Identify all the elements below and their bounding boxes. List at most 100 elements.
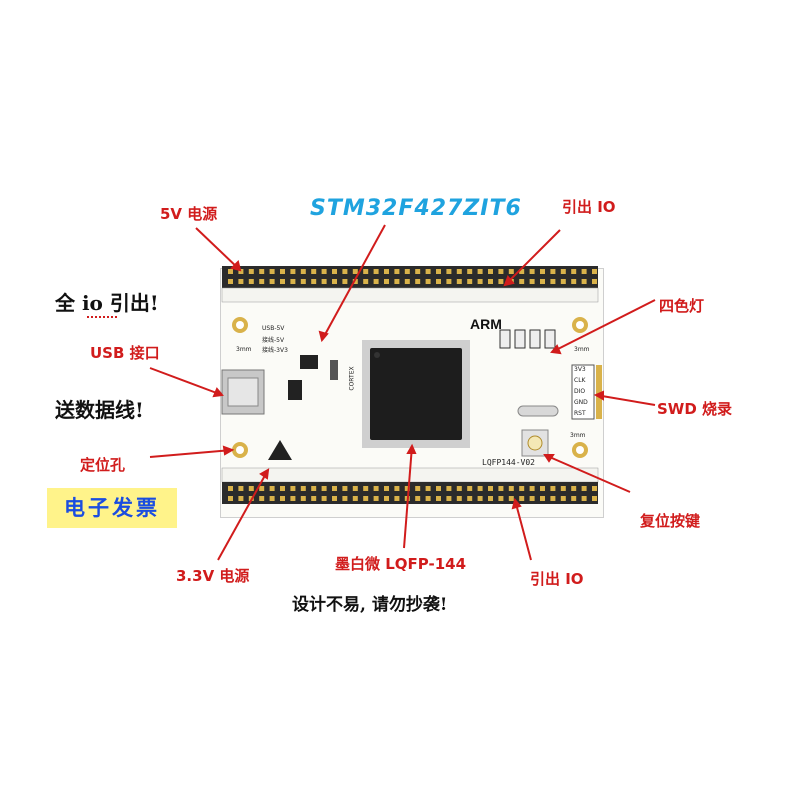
header-pin	[352, 496, 358, 501]
header-pin	[269, 496, 275, 501]
header-pin	[415, 496, 421, 501]
header-pin	[394, 486, 400, 491]
header-pin	[498, 279, 504, 284]
header-pin	[228, 496, 233, 501]
label-mount-hole: 定位孔	[80, 456, 126, 474]
header-pin	[384, 486, 389, 491]
swd-pin-dio: DIO	[574, 388, 586, 395]
header-pin	[529, 269, 535, 274]
header-pin	[228, 486, 233, 491]
note-all-io: 全 io 引出!	[55, 291, 159, 315]
header-pin	[290, 486, 296, 491]
label-io-top: 引出 IO	[562, 198, 616, 216]
swd-pin-labels: 3V3 CLK DIO GND RST	[574, 366, 588, 421]
swd-pin-gnd: GND	[574, 399, 588, 406]
header-pin	[560, 496, 566, 501]
squiggle-underline	[87, 313, 117, 318]
hole-label-br: 3mm	[570, 432, 586, 439]
header-pin	[352, 486, 358, 491]
header-pin	[581, 496, 587, 501]
header-pin	[550, 496, 556, 501]
chip-model-title: STM32F427ZIT6	[310, 196, 522, 221]
header-pin	[363, 486, 369, 491]
swd-pin-clk: CLK	[574, 377, 586, 384]
header-pin	[529, 486, 535, 491]
header-pin	[280, 496, 285, 501]
header-pin	[238, 279, 244, 284]
hole-label-tr: 3mm	[574, 346, 590, 353]
header-pin	[300, 269, 306, 274]
header-pin	[508, 486, 514, 491]
header-pin	[238, 269, 244, 274]
header-pin	[446, 279, 452, 284]
header-pin	[488, 496, 493, 501]
header-pin	[477, 269, 483, 274]
header-pin	[436, 496, 441, 501]
header-pin	[332, 496, 337, 501]
header-pin	[321, 486, 327, 491]
usb-note-2: 接线-3V3	[262, 347, 288, 354]
header-pin	[311, 269, 317, 274]
header-pin	[498, 496, 504, 501]
header-pin	[373, 486, 379, 491]
header-pin	[436, 279, 441, 284]
header-pin	[384, 279, 389, 284]
header-pin	[228, 269, 233, 274]
arm-logo: ARM	[470, 316, 502, 332]
header-pin	[352, 269, 358, 274]
header-pin	[456, 496, 462, 501]
header-pin	[508, 269, 514, 274]
header-pin	[550, 279, 556, 284]
header-pin	[519, 486, 525, 491]
header-pin	[571, 279, 577, 284]
usb-note-0: USB-5V	[262, 325, 285, 332]
note-no-copy: 设计不易, 请勿抄袭!	[292, 595, 448, 615]
header-pin	[560, 486, 566, 491]
header-pin	[456, 279, 462, 284]
header-pin	[477, 279, 483, 284]
header-pin	[259, 279, 265, 284]
header-pin	[571, 269, 577, 274]
header-pin	[352, 279, 358, 284]
header-pin	[581, 269, 587, 274]
label-swd: SWD 烧录	[657, 400, 733, 418]
header-pin	[300, 486, 306, 491]
header-pin	[363, 279, 369, 284]
label-reset-button: 复位按键	[640, 512, 701, 530]
header-pin	[384, 496, 389, 501]
header-pin	[321, 496, 327, 501]
header-pin	[425, 269, 431, 274]
header-pin	[571, 486, 577, 491]
header-pin	[581, 486, 587, 491]
header-pin	[519, 496, 525, 501]
header-pin	[342, 279, 348, 284]
note-data-cable: 送数据线!	[55, 398, 144, 422]
invoice-badge: 电子发票	[47, 488, 177, 528]
header-pin	[248, 486, 254, 491]
header-pin	[540, 279, 545, 284]
header-pin	[404, 486, 410, 491]
header-pin	[560, 279, 566, 284]
header-pin	[436, 486, 441, 491]
header-pin	[540, 269, 545, 274]
header-pin	[446, 496, 452, 501]
header-pin	[228, 279, 233, 284]
swd-pin-3v3: 3V3	[574, 366, 586, 373]
header-pin	[394, 496, 400, 501]
header-pin	[571, 496, 577, 501]
header-pin	[290, 269, 296, 274]
header-pin	[488, 269, 493, 274]
header-pin	[425, 496, 431, 501]
header-pin	[498, 486, 504, 491]
header-pin	[456, 486, 462, 491]
header-pin	[280, 269, 285, 274]
header-pin	[477, 486, 483, 491]
header-pin	[384, 269, 389, 274]
header-pin	[321, 279, 327, 284]
header-pin	[363, 269, 369, 274]
header-pin	[519, 279, 525, 284]
board-model: LQFP144-V02	[482, 458, 535, 467]
header-pin	[373, 496, 379, 501]
header-pin	[238, 486, 244, 491]
